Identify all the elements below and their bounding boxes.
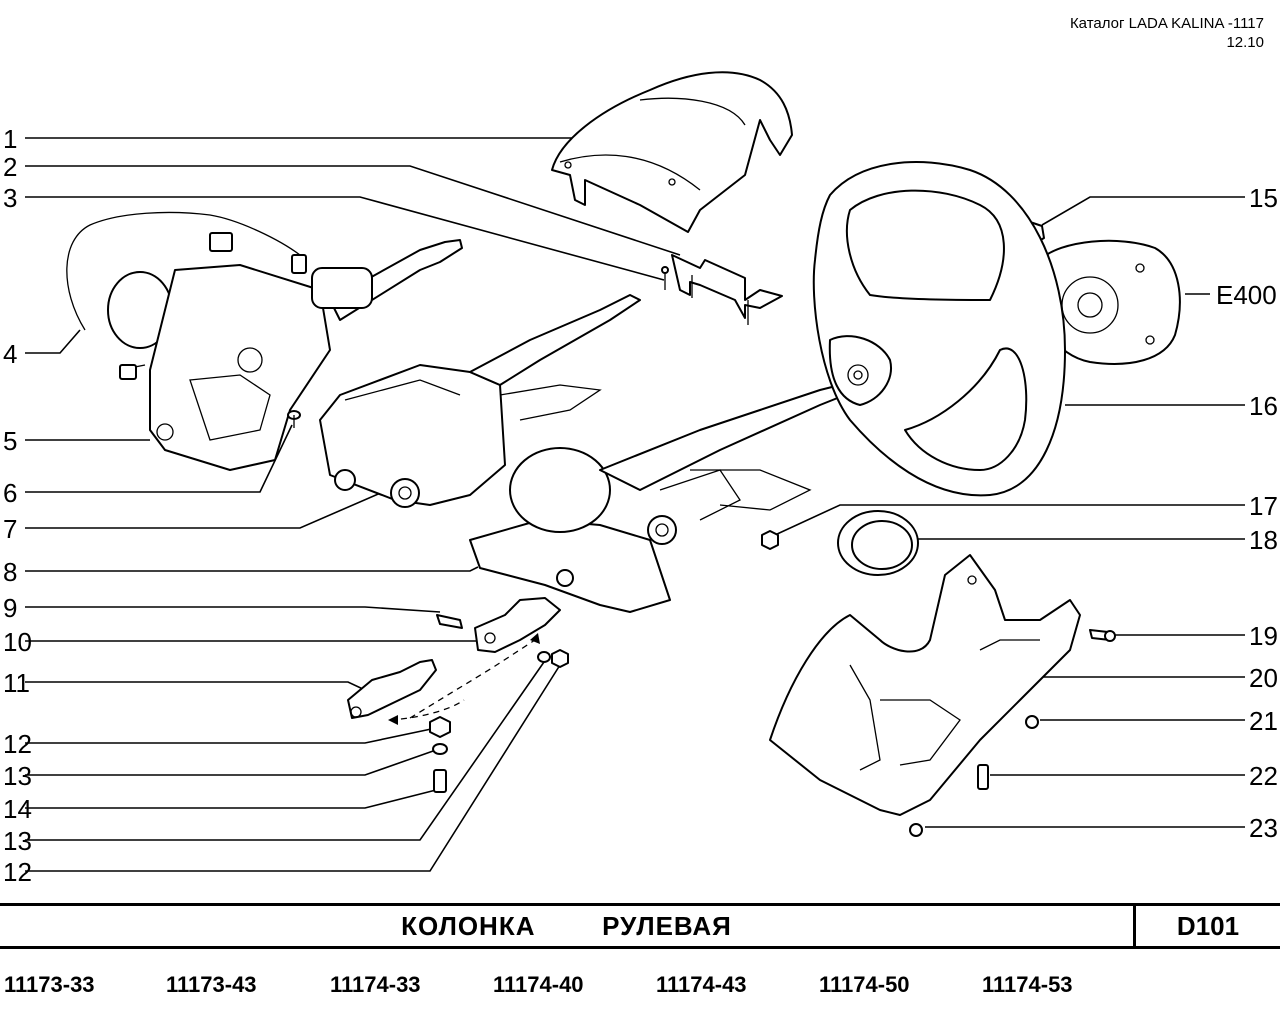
callout-23: 23 <box>1249 813 1278 843</box>
callout-21: 21 <box>1249 706 1278 736</box>
callout-20: 20 <box>1249 663 1278 693</box>
bolt-6 <box>287 410 301 428</box>
callout-12b: 12 <box>3 857 32 887</box>
column-assembly-7 <box>319 294 641 508</box>
leader-11 <box>25 681 366 691</box>
model-code: 11174-43 <box>656 972 747 997</box>
leader-12a <box>25 727 437 744</box>
callout-16: 16 <box>1249 391 1278 421</box>
callouts-left: 1 2 3 4 5 6 7 8 9 10 11 12 13 14 13 12 <box>3 124 32 887</box>
catalog-date: 12.10 <box>1226 34 1264 51</box>
model-codes: 11173-33 11173-43 11174-33 11174-40 1117… <box>0 968 1280 1002</box>
nut-17 <box>761 530 779 550</box>
callout-14: 14 <box>3 794 32 824</box>
leader-3 <box>25 196 665 281</box>
callout-3: 3 <box>3 183 17 213</box>
callout-18: 18 <box>1249 525 1278 555</box>
leader-17 <box>774 504 1245 536</box>
leader-6 <box>25 424 293 493</box>
contact-ring <box>837 510 919 576</box>
leader-15 <box>1041 196 1245 226</box>
sheet-title: КОЛОНКА РУЛЕВАЯ <box>401 911 732 941</box>
leader-9 <box>25 606 441 613</box>
leader-4 <box>25 329 81 354</box>
callout-e400: E400 <box>1216 280 1277 310</box>
sheet-code: D101 <box>1176 911 1240 941</box>
leader-lines-left <box>25 137 681 872</box>
leader-lines-right <box>774 196 1245 828</box>
leader-13b <box>25 661 545 841</box>
model-code: 11174-50 <box>819 972 910 997</box>
callout-17: 17 <box>1249 491 1278 521</box>
leader-13a <box>25 749 437 776</box>
callout-8: 8 <box>3 557 17 587</box>
callout-19: 19 <box>1249 621 1278 651</box>
title-bar: КОЛОНКА РУЛЕВАЯ D101 <box>0 903 1280 949</box>
callout-4: 4 <box>3 339 17 369</box>
leader-7 <box>25 487 393 529</box>
callout-11: 11 <box>3 668 30 698</box>
screws <box>909 629 1116 837</box>
callout-7: 7 <box>3 514 17 544</box>
callout-15: 15 <box>1249 183 1278 213</box>
column-assembly-8 <box>469 384 846 613</box>
model-code: 11173-33 <box>4 972 95 997</box>
title-separator <box>1133 906 1136 946</box>
callout-6: 6 <box>3 478 17 508</box>
leader-14 <box>25 789 437 809</box>
callout-13a: 13 <box>3 761 32 791</box>
callout-13b: 13 <box>3 826 32 856</box>
callouts-right: 15 E400 16 17 18 19 20 21 22 23 <box>1216 183 1278 843</box>
callout-12a: 12 <box>3 729 32 759</box>
catalog-name: Каталог LADA KALINA -1117 <box>1069 15 1264 32</box>
leader-8 <box>25 566 479 572</box>
leader-2 <box>25 165 681 256</box>
callout-2: 2 <box>3 152 17 182</box>
model-code: 11174-40 <box>493 972 584 997</box>
model-code: 11173-43 <box>166 972 257 997</box>
steering-wheel <box>812 161 1066 497</box>
upper-shroud <box>551 71 793 233</box>
model-code: 11174-33 <box>330 972 421 997</box>
callout-5: 5 <box>3 426 17 456</box>
callout-1: 1 <box>3 124 17 154</box>
callout-9: 9 <box>3 593 17 623</box>
electric-column-assembly <box>66 211 463 471</box>
catalog-header: Каталог LADA KALINA -1117 12.10 <box>1070 14 1264 52</box>
fasteners <box>388 633 569 793</box>
callout-10: 10 <box>3 627 32 657</box>
lower-shroud <box>769 554 1081 816</box>
model-code: 11174-53 <box>982 972 1073 997</box>
mounting-bracket <box>661 254 783 325</box>
intermediate-shaft <box>347 597 561 719</box>
callout-22: 22 <box>1249 761 1278 791</box>
leader-12b <box>25 664 561 872</box>
exploded-parts-diagram: 1 2 3 4 5 6 7 8 9 10 11 12 13 14 13 12 1… <box>3 71 1278 887</box>
